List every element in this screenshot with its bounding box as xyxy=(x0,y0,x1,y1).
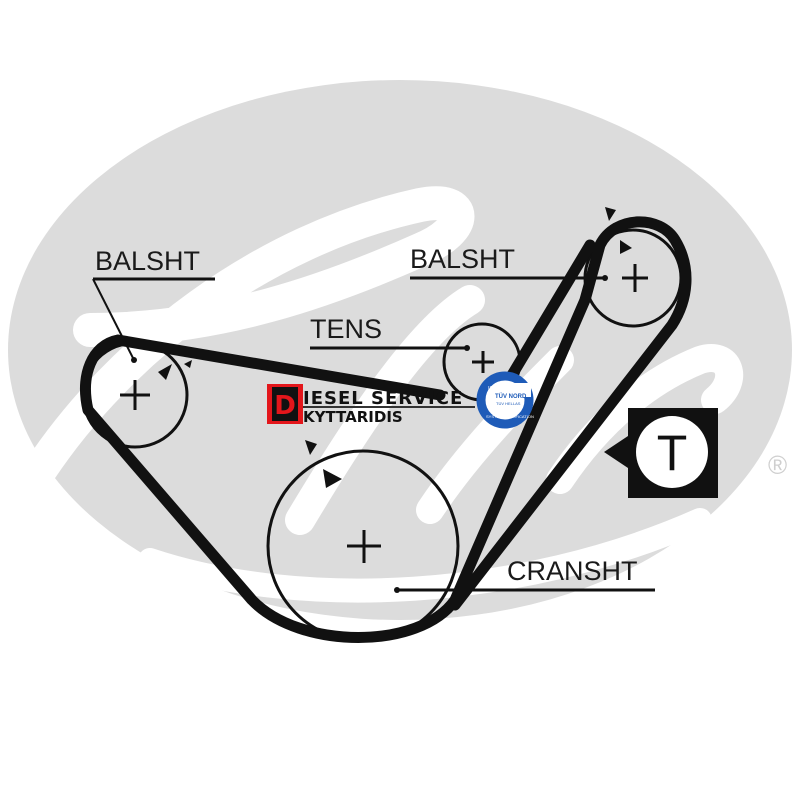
timing-mark-balsht-left-outer xyxy=(184,360,192,368)
timing-mark-cranksht xyxy=(323,469,342,488)
label-tens: TENS xyxy=(310,314,470,351)
gates-watermark: ® xyxy=(8,80,792,620)
center-mark-balsht-right xyxy=(622,264,648,292)
timing-mark-cranksht-outer xyxy=(305,440,317,455)
cert-bottom: SYSTEM CERTIFICATION xyxy=(486,414,534,419)
watermark-stroke xyxy=(23,186,475,487)
cert-mid: TÜV NORD xyxy=(495,393,527,400)
timing-mark-balsht-right-outer xyxy=(605,207,616,221)
cert-sub: TÜV HELLAS xyxy=(496,401,521,406)
timing-mark-balsht-right xyxy=(620,240,632,254)
cert-top: ISO 9001 xyxy=(488,386,509,392)
center-mark-tens xyxy=(472,351,494,373)
registered-mark: ® xyxy=(768,450,787,480)
center-mark-balsht-left xyxy=(120,380,150,410)
svg-text:TENS: TENS xyxy=(310,314,382,344)
label-balsht-right: BALSHT xyxy=(410,244,608,281)
watermark-stroke xyxy=(546,344,744,494)
logo-line1: IESEL SERVICE xyxy=(303,388,463,409)
marker-pointer xyxy=(604,436,628,468)
timing-mark-balsht-left xyxy=(158,364,172,380)
marker-circle xyxy=(636,416,708,488)
label-balsht-left: BALSHT xyxy=(92,246,215,363)
svg-text:BALSHT: BALSHT xyxy=(410,244,515,274)
marker-letter: T xyxy=(657,425,688,481)
watermark-stroke xyxy=(416,346,574,524)
timing-belt xyxy=(80,216,692,643)
logo-initial: D xyxy=(274,391,296,421)
tensioner-marker: T xyxy=(604,408,718,498)
company-logo: D IESEL SERVICE KYTTARIDIS xyxy=(267,384,475,426)
svg-text:BALSHT: BALSHT xyxy=(95,246,200,276)
label-cranksht: CRANSHT xyxy=(394,556,655,593)
certification-badge: ISO 9001 TÜV NORD TÜV HELLAS SYSTEM CERT… xyxy=(476,371,534,429)
svg-text:CRANSHT: CRANSHT xyxy=(507,556,638,586)
center-mark-cranksht xyxy=(347,530,381,563)
logo-line2: KYTTARIDIS xyxy=(303,408,403,426)
